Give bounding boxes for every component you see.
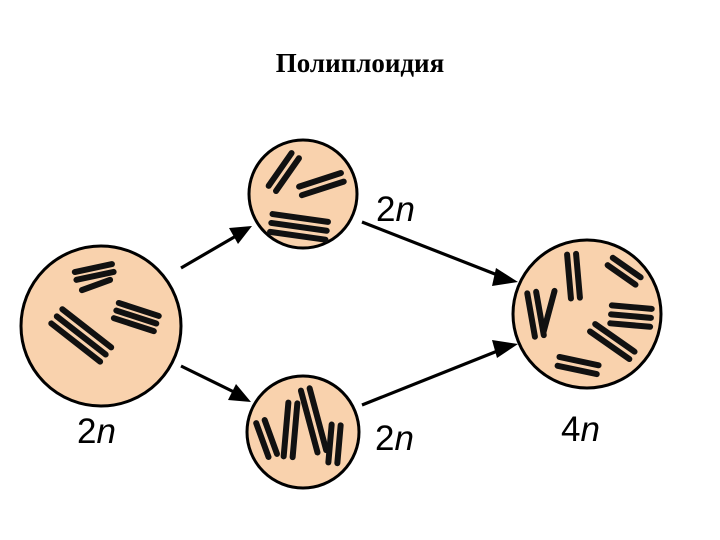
fused-ploidy-label: 4n (561, 410, 600, 449)
lower-ploidy-label: 2n (375, 419, 414, 458)
upper-ploidy-label: 2n (376, 190, 415, 229)
arrow-upper-to-fused (362, 222, 518, 286)
parent-cell: 2n (21, 246, 181, 451)
parent-ploidy-label: 2n (77, 412, 116, 451)
arrow-parent-to-upper (181, 226, 252, 268)
fused-cell: 4n (513, 240, 661, 449)
arrow-parent-to-lower (181, 366, 251, 402)
arrow-lower-to-fused (362, 340, 518, 405)
